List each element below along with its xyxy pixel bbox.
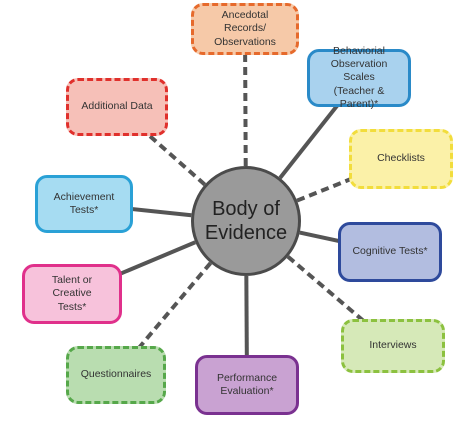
- connector-interviews: [286, 255, 395, 348]
- node-talent-creative-tests: Talent or Creative Tests*: [22, 264, 122, 324]
- node-interviews-label: Interviews: [369, 339, 417, 352]
- node-questionnaires-label: Questionnaires: [80, 368, 152, 381]
- node-interviews: Interviews: [341, 319, 445, 373]
- node-questionnaires: Questionnaires: [66, 346, 166, 404]
- connector-anecdotal: [243, 28, 248, 167]
- center-node-body-of-evidence: Body of Evidence: [191, 166, 301, 276]
- node-additional-data-label: Additional Data: [81, 100, 153, 113]
- node-anecdotal-records-label: Ancedotal Records/ Observations: [214, 9, 276, 48]
- center-node-label: Body of Evidence: [204, 198, 288, 244]
- node-performance-evaluation-label: Performance Evaluation*: [216, 371, 278, 397]
- node-checklists-label: Checklists: [377, 152, 425, 165]
- node-performance-evaluation: Performance Evaluation*: [195, 355, 299, 415]
- node-talent-creative-tests-label: Talent or Creative Tests*: [51, 274, 93, 313]
- node-cognitive-tests-label: Cognitive Tests*: [352, 245, 428, 258]
- node-behavioral-observation-scales: Behaviorial Observation Scales (Teacher …: [307, 45, 411, 110]
- node-additional-data: Additional Data: [66, 78, 168, 136]
- node-checklists: Checklists: [349, 129, 453, 189]
- node-behavioral-observation-scales-label: Behaviorial Observation Scales (Teacher …: [330, 45, 388, 110]
- node-anecdotal-records: Ancedotal Records/ Observations: [191, 3, 299, 55]
- node-achievement-tests-label: Achievement Tests*: [53, 190, 115, 216]
- node-cognitive-tests: Cognitive Tests*: [338, 222, 442, 282]
- node-achievement-tests: Achievement Tests*: [35, 175, 133, 233]
